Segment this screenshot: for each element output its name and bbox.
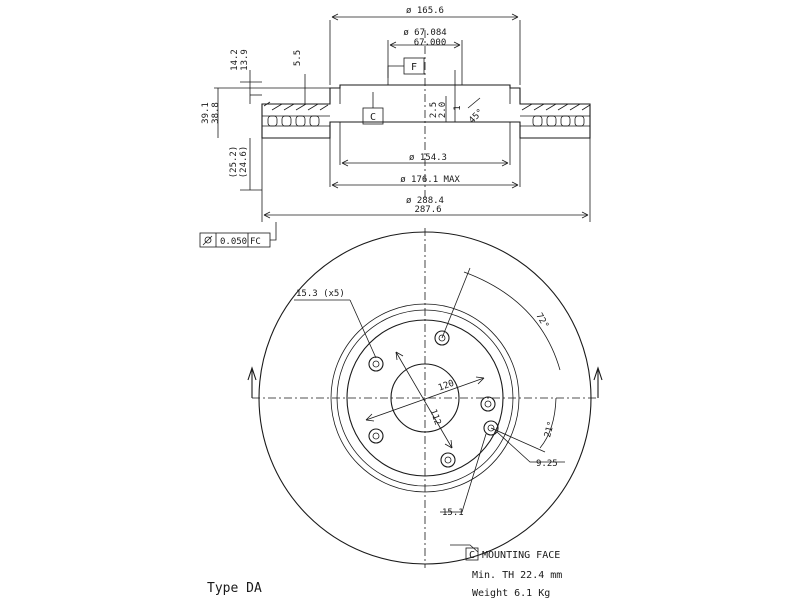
- section-view: [214, 13, 591, 241]
- hole-15-1-label: 15.1: [442, 508, 464, 518]
- dim-287-6: 287.6: [414, 205, 441, 215]
- dim-38-8: 38.8: [211, 102, 221, 124]
- dim-39-1: 39.1: [201, 102, 211, 124]
- angle-72: 72°: [533, 311, 550, 330]
- datum-f-label: F: [411, 62, 417, 73]
- legend: [465, 547, 479, 561]
- tolerance-frame: [199, 232, 271, 248]
- dim-14-2: 14.2: [230, 49, 240, 71]
- dim-154-3: ø 154.3: [409, 153, 447, 163]
- dim-24-6: (24.6): [239, 146, 249, 179]
- angle-45: 45°: [467, 107, 486, 126]
- legend-min-thickness: Min. TH 22.4 mm: [472, 570, 562, 581]
- dim-13-9: 13.9: [240, 49, 250, 71]
- legend-weight: Weight 6.1 Kg: [472, 588, 550, 599]
- section-arrow-right-icon: [593, 366, 603, 381]
- dim-5-5: 5.5: [293, 50, 303, 66]
- section-arrow-left-icon: [247, 366, 257, 381]
- dim-25-2: (25.2): [229, 146, 239, 179]
- dim-2-5: 2.5: [429, 102, 439, 118]
- pcd-112: 112: [427, 408, 442, 427]
- tolerance-value: 0.050: [220, 237, 247, 247]
- type-label: Type DA: [207, 581, 262, 596]
- hole-9-25-label: 9.25: [536, 459, 558, 469]
- runout-symbol-icon: [204, 236, 212, 244]
- legend-datum-letter: C: [469, 550, 475, 561]
- tolerance-datum: FC: [250, 237, 261, 247]
- front-view: [247, 228, 603, 568]
- dim-2-0: 2.0: [438, 102, 448, 118]
- dim-67-000: 67.000: [414, 38, 447, 48]
- dim-176-1-max: ø 176.1 MAX: [400, 175, 460, 185]
- dim-67-084: ø 67.084: [403, 28, 446, 38]
- bolt-holes: [368, 330, 499, 468]
- dim-1: 1: [453, 105, 463, 110]
- hole-15-3-label: 15.3 (x5): [296, 289, 345, 299]
- legend-mounting-face: MOUNTING FACE: [482, 550, 560, 561]
- angle-21: 21°: [543, 420, 557, 438]
- datum-c-label: C: [370, 112, 376, 123]
- pcd-120: 120: [437, 379, 456, 394]
- dim-165-6: ø 165.6: [406, 6, 444, 16]
- dim-288-4: ø 288.4: [406, 196, 444, 206]
